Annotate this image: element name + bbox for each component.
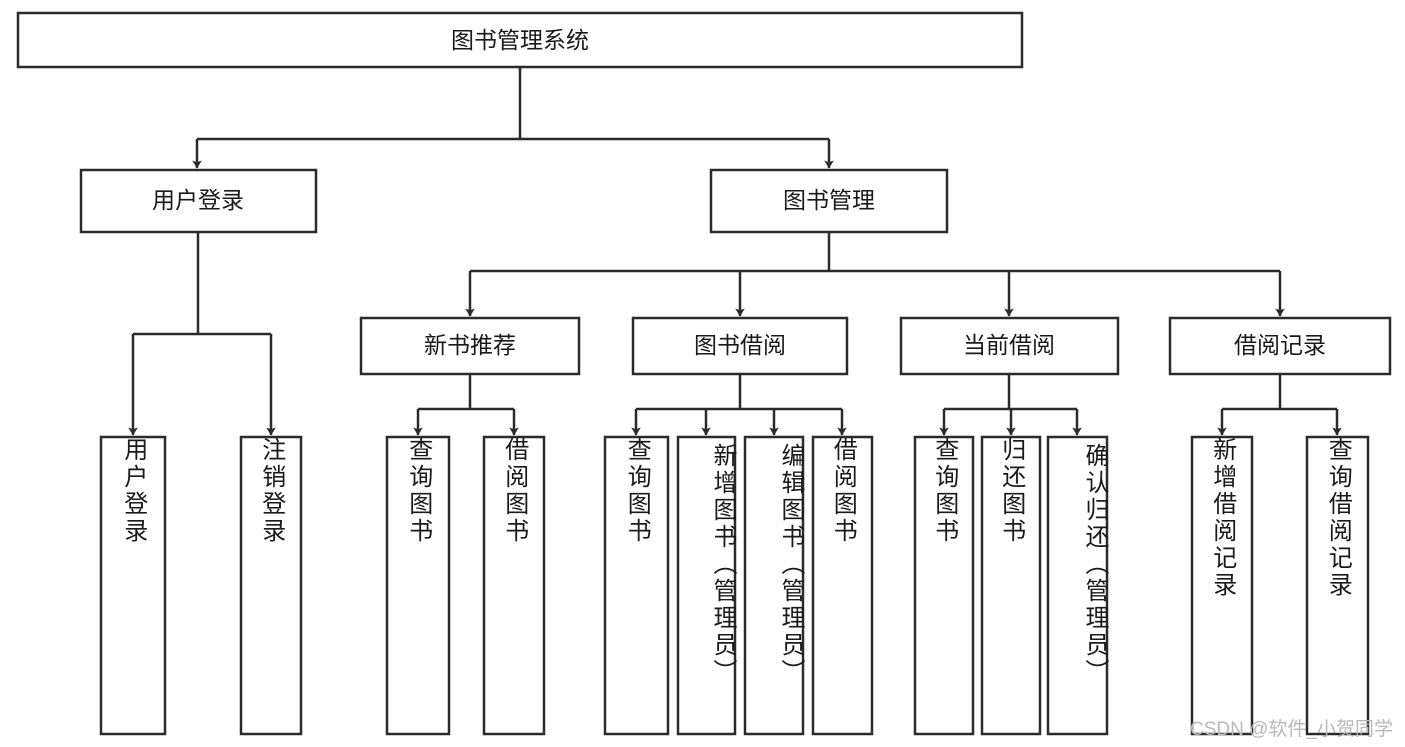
csdn-watermark: CSDN @软件_小贺同学	[1190, 719, 1393, 740]
node-leaf-add-record-box[interactable]	[1190, 435, 1254, 736]
node-root[interactable]: 图书管理系统	[16, 11, 1024, 69]
node-new-book-rec-box	[359, 316, 581, 376]
node-leaf-borrow-book-1-box[interactable]	[482, 435, 546, 736]
node-book-borrow-box	[631, 316, 849, 376]
node-root-box	[16, 11, 1024, 69]
node-leaf-query-book-1-box[interactable]	[385, 435, 451, 736]
node-new-book-rec-label: 新书推荐	[424, 332, 516, 358]
node-leaf-user-login-box[interactable]	[99, 435, 167, 736]
node-root-label: 图书管理系统	[451, 27, 589, 53]
node-leaf-edit-book-box[interactable]	[743, 435, 805, 736]
node-current-borrow[interactable]: 当前借阅	[899, 316, 1120, 376]
node-current-borrow-box	[899, 316, 1120, 376]
node-book-borrow-label: 图书借阅	[694, 332, 786, 358]
node-user-login[interactable]: 用户登录	[79, 168, 318, 234]
node-leaf-confirm-return-box[interactable]	[1046, 435, 1109, 736]
node-borrow-record-box	[1168, 316, 1392, 376]
node-book-borrow[interactable]: 图书借阅	[631, 316, 849, 376]
node-leaf-return-book-box[interactable]	[980, 435, 1042, 736]
node-borrow-record-label: 借阅记录	[1234, 332, 1326, 358]
node-user-login-box	[79, 168, 318, 234]
node-current-borrow-label: 当前借阅	[963, 332, 1055, 358]
node-leaf-query-book-3-box[interactable]	[913, 435, 975, 736]
leaf-node-layer	[99, 435, 1370, 736]
node-book-manage[interactable]: 图书管理	[709, 168, 949, 234]
node-borrow-record[interactable]: 借阅记录	[1168, 316, 1392, 376]
node-book-manage-label: 图书管理	[783, 187, 875, 213]
node-new-book-rec[interactable]: 新书推荐	[359, 316, 581, 376]
node-leaf-add-book-box[interactable]	[676, 435, 737, 736]
node-leaf-logout-box[interactable]	[239, 435, 303, 736]
node-leaf-query-record-box[interactable]	[1305, 435, 1370, 736]
node-user-login-label: 用户登录	[152, 187, 244, 213]
node-book-manage-box	[709, 168, 949, 234]
connector-layer	[128, 67, 1342, 436]
node-leaf-query-book-2-box[interactable]	[603, 435, 670, 736]
node-leaf-borrow-book-2-box[interactable]	[811, 435, 874, 736]
